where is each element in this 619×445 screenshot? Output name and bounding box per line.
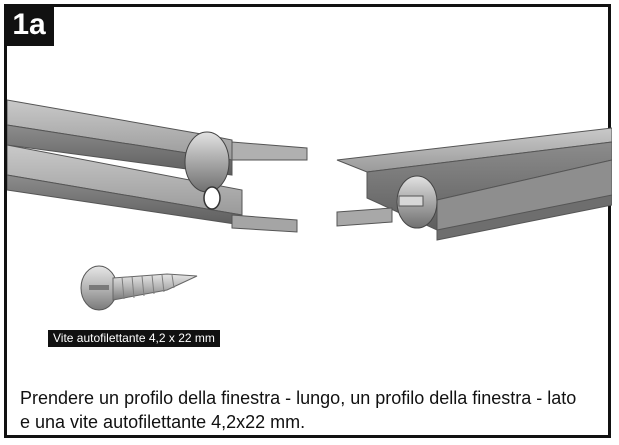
screw-caption: Vite autofilettante 4,2 x 22 mm xyxy=(48,330,220,347)
self-tapping-screw-image xyxy=(80,265,198,311)
window-profile-long xyxy=(7,99,308,233)
window-profile-side xyxy=(336,127,612,241)
step-number-badge: 1a xyxy=(4,4,54,46)
instruction-text: Prendere un profilo della finestra - lun… xyxy=(20,388,577,432)
profile-illustration xyxy=(7,99,612,311)
